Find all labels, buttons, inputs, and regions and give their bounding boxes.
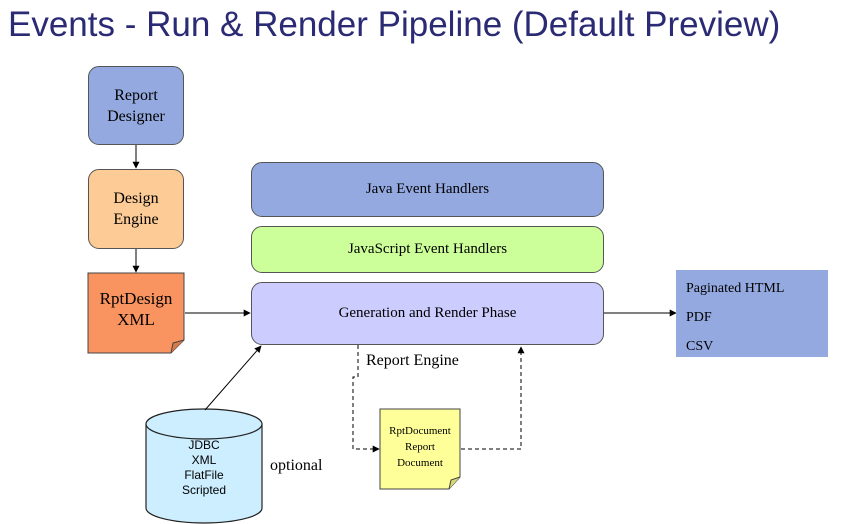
data-sources-list: JDBC XML FlatFile Scripted — [146, 438, 262, 498]
report-designer-label: Report Designer — [107, 86, 165, 125]
report-designer-box: Report Designer — [88, 66, 184, 145]
data-source-item: Scripted — [181, 483, 227, 497]
page-title: Events - Run & Render Pipeline (Default … — [8, 5, 781, 44]
generation-render-phase-box: Generation and Render Phase — [251, 282, 604, 345]
dashed-arrow-to-rptdocument — [352, 345, 380, 453]
java-event-handlers-box: Java Event Handlers — [251, 162, 604, 217]
java-event-handlers-label: Java Event Handlers — [365, 181, 490, 197]
rptdocument-box: RptDocument Report Document — [380, 409, 460, 485]
rptdocument-shape — [379, 408, 461, 490]
javascript-event-handlers-label: JavaScript Event Handlers — [347, 241, 508, 257]
report-engine-label: Report Engine — [366, 352, 459, 369]
arrow-db-to-generation — [204, 345, 262, 411]
optional-label: optional — [270, 457, 323, 474]
output-format-item: PDF — [686, 310, 712, 325]
output-format-item: CSV — [686, 339, 714, 354]
database-cylinder — [145, 408, 263, 524]
javascript-event-handlers-box: JavaScript Event Handlers — [251, 226, 604, 273]
rptdesign-xml-label: RptDesign XML — [99, 289, 173, 329]
data-source-item: XML — [191, 453, 217, 467]
rptdesign-xml-shape — [87, 272, 185, 354]
data-source-item: JDBC — [188, 438, 220, 452]
rptdesign-xml-box: RptDesign XML — [88, 273, 184, 345]
design-engine-label: Design Engine — [113, 190, 159, 228]
rptdocument-label: RptDocument Report Document — [389, 425, 451, 469]
generation-render-phase-label: Generation and Render Phase — [338, 305, 517, 321]
data-source-item: FlatFile — [184, 468, 224, 482]
output-format-item: Paginated HTML — [686, 281, 785, 296]
dashed-arrow-from-rptdocument — [461, 346, 525, 450]
output-formats-box: Paginated HTML PDF CSV — [676, 270, 828, 357]
design-engine-box: Design Engine — [88, 169, 184, 249]
